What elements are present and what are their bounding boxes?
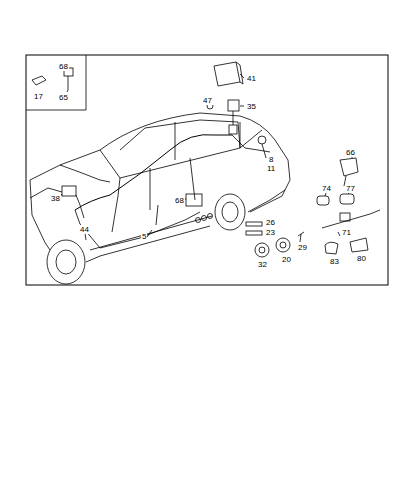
callout-number: 23 xyxy=(265,228,276,237)
callout-number: 66 xyxy=(345,148,356,157)
callout-number: 74 xyxy=(321,184,332,193)
callout-number: 8 xyxy=(268,155,274,164)
callout-number: 29 xyxy=(297,243,308,252)
callout-number: 20 xyxy=(281,255,292,264)
callout-number: 5 xyxy=(141,232,147,241)
callout-number: 71 xyxy=(341,228,352,237)
callout-number: 26 xyxy=(265,218,276,227)
callout-number: 68 xyxy=(58,62,69,71)
callout-number: 68 xyxy=(174,196,185,205)
callout-number: 44 xyxy=(79,225,90,234)
callout-number: 11 xyxy=(266,164,276,173)
callout-number: 47 xyxy=(202,96,213,105)
callout-number: 65 xyxy=(58,93,69,102)
callout-number: 80 xyxy=(356,254,367,263)
callout-number: 41 xyxy=(246,74,257,83)
callout-number: 35 xyxy=(246,102,257,111)
callout-number: 83 xyxy=(329,257,340,266)
callout-number: 17 xyxy=(33,92,44,101)
callout-number: 38 xyxy=(50,194,61,203)
callout-number: 32 xyxy=(257,260,268,269)
callout-number: 77 xyxy=(345,184,356,193)
